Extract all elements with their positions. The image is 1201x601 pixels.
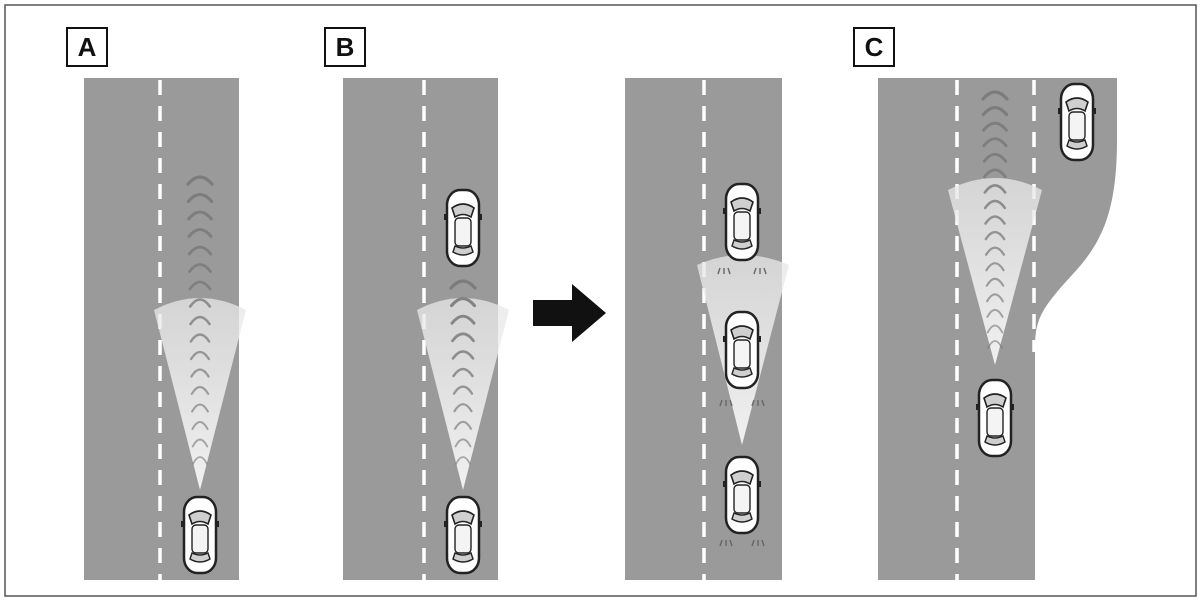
diagram-frame (4, 4, 1197, 597)
svg-text:C: C (865, 32, 884, 62)
panel-label-a: A (66, 27, 108, 67)
panel-b-result (625, 78, 789, 580)
panel-a: A (66, 27, 246, 580)
radar-wave-icon (981, 90, 1009, 349)
svg-text:A: A (78, 32, 97, 62)
headlight-beam (154, 298, 246, 490)
right-arrow-icon (533, 284, 606, 342)
car-top-view-icon (444, 188, 482, 268)
svg-text:B: B (336, 32, 355, 62)
headlight-beam (948, 178, 1042, 365)
panel-c: C (853, 27, 1117, 580)
panel-label-c: C (853, 27, 895, 67)
light-flare-marks (717, 267, 767, 547)
car-top-view-icon (444, 495, 482, 575)
car-top-view-icon (976, 378, 1014, 458)
headlight-beam (417, 298, 509, 490)
radar-wave-icon (449, 279, 477, 465)
car-top-view-icon (181, 495, 219, 575)
panel-label-b: B (324, 27, 366, 67)
panel-b: B (324, 27, 509, 580)
car-top-view-icon (723, 455, 761, 535)
car-top-view-icon (723, 310, 761, 390)
car-top-view-icon (723, 182, 761, 262)
radar-wave-icon (186, 175, 214, 465)
car-top-view-icon (1058, 82, 1096, 162)
